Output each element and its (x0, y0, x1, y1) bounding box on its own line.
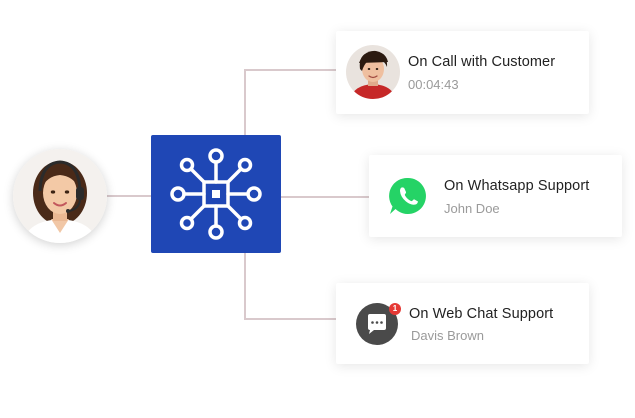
connector-agent-hub (107, 195, 151, 197)
network-hub-icon (170, 148, 262, 240)
connector-top (244, 69, 336, 71)
connector-middle (281, 196, 369, 198)
status-card-webchat[interactable]: 1 On Web Chat Support Davis Brown (336, 283, 589, 364)
card-title: On Call with Customer (408, 54, 556, 70)
agent-avatar (13, 149, 107, 243)
status-card-whatsapp[interactable]: On Whatsapp Support John Doe (369, 155, 622, 237)
network-hub (151, 135, 281, 253)
connector-vertical (244, 69, 246, 135)
connector-vertical (244, 253, 246, 320)
whatsapp-icon (388, 176, 428, 216)
status-card-call[interactable]: On Call with Customer 00:04:43 (336, 31, 589, 114)
card-title: On Web Chat Support (409, 306, 554, 322)
contact-name: Davis Brown (411, 328, 484, 343)
card-title: On Whatsapp Support (444, 178, 590, 194)
contact-name: John Doe (444, 201, 500, 216)
notification-badge: 1 (389, 303, 401, 315)
call-duration: 00:04:43 (408, 77, 459, 92)
connector-bottom (244, 318, 336, 320)
customer-avatar (346, 45, 400, 99)
